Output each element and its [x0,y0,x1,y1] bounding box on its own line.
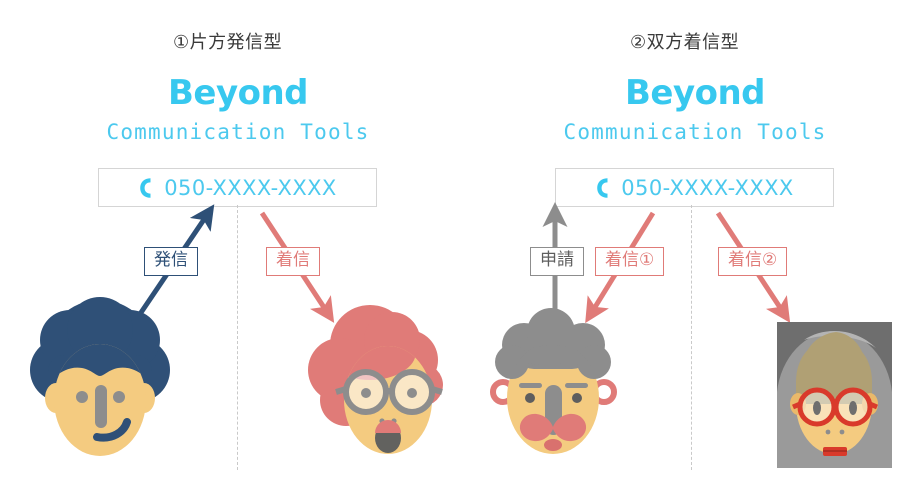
flow-label-incoming-two: 着信② [718,247,788,276]
glasses-icon [792,387,878,427]
beyond-tagline-left: Communication Tools [106,120,370,144]
beyond-logo-left: Beyond [167,73,309,113]
phone-handset-icon [597,177,608,198]
flow-label-request: 申請 [530,247,584,276]
phone-number-box-right: 050-XXXX-XXXX [555,168,834,207]
phone-number-text-left: 050-XXXX-XXXX [164,175,337,200]
flow-label-incoming-one: 着信① [595,247,665,276]
portrait-frame [777,322,892,468]
beyond-logo-right: Beyond [624,73,766,113]
glasses-icon [335,369,443,415]
brand-block-right: Beyond Communication Tools [520,76,870,143]
avatar-person-caller [30,297,170,456]
phone-handset-icon [140,177,151,198]
phone-number-text-right: 050-XXXX-XXXX [621,175,794,200]
flow-label-outgoing: 発信 [144,247,198,276]
panel-one-heading: ①片方発信型 [173,32,283,53]
panel-divider-left [237,205,238,470]
avatar-person-applicant [490,308,617,454]
brand-block-left: Beyond Communication Tools [63,76,413,143]
phone-number-box-left: 050-XXXX-XXXX [98,168,377,207]
panel-two-heading: ②双方着信型 [630,32,740,53]
mustache [519,413,587,442]
panel-divider-right [691,205,692,470]
avatar-person-receiver [308,305,443,454]
beyond-tagline-right: Communication Tools [563,120,827,144]
avatar-person-receiver-framed [777,322,892,468]
flow-label-incoming: 着信 [266,247,320,276]
